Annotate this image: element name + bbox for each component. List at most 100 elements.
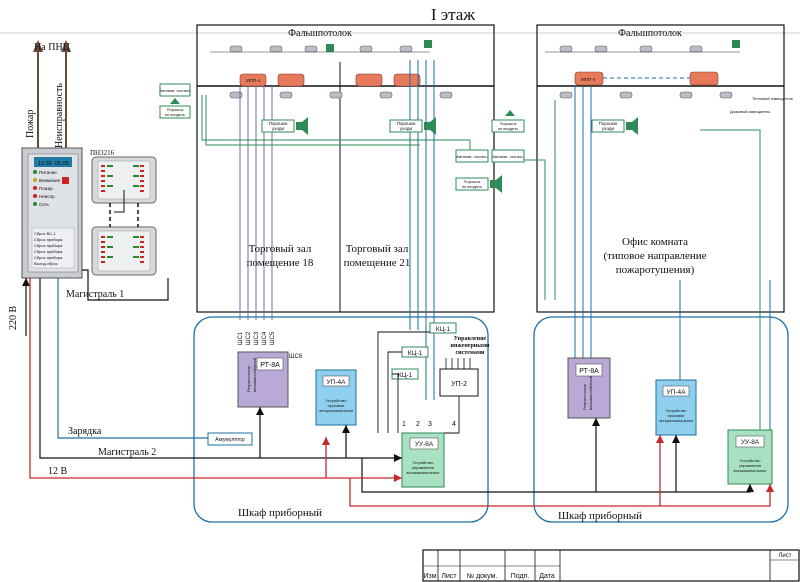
upr-line3: системами xyxy=(456,350,486,356)
rt8a-left xyxy=(237,351,289,408)
panel-indicators xyxy=(33,170,69,206)
ofis-line1: Офис комната xyxy=(622,236,688,248)
pn3216-label: ПН3216 xyxy=(90,149,115,157)
num-1: 1 xyxy=(402,421,406,428)
falsh-left-label: Фальшпотолок xyxy=(288,28,352,39)
v12-label: 12 В xyxy=(48,466,68,477)
stamp-izm: Изм xyxy=(423,573,436,580)
zal21-line2: помещение 21 xyxy=(344,257,411,269)
panel-line-1: Сброс ВС-1 xyxy=(34,231,56,236)
panel-row-4: Неиспр. xyxy=(39,194,56,199)
kc1-c: КЦ-1 xyxy=(398,372,413,379)
uu8a-left-label: УУ-8А xyxy=(415,441,434,448)
shkaf-left-label: Шкаф приборный xyxy=(238,507,322,519)
up4a-right-desc3: четырехканальное xyxy=(659,418,695,423)
uu8a-right xyxy=(727,429,773,485)
zal21-line1: Торговый зал xyxy=(346,243,409,255)
panel-row-2: Внимание xyxy=(39,178,61,183)
cabinet-right xyxy=(533,316,789,523)
mpp-modules-right xyxy=(574,71,719,86)
sign-boxes xyxy=(159,83,625,191)
uu8a-left xyxy=(401,432,445,488)
rt8a-right-label: РТ-8А xyxy=(579,368,599,375)
up4a-right-desc2: пусковое xyxy=(668,413,685,418)
magistral2-label: Магистраль 2 xyxy=(98,447,156,458)
shs5-label: ШС5 xyxy=(270,331,276,345)
poroshok-ne-right-1: Порошок xyxy=(500,121,517,126)
up4a-left-desc1: Устройство xyxy=(326,398,348,403)
stamp-podp: Подп. xyxy=(511,573,530,580)
upr-line2: инженерными xyxy=(451,343,491,349)
floor-title: I этаж xyxy=(431,5,475,24)
ofis-line3: пожаротушения) xyxy=(616,264,695,276)
pnc-arrows xyxy=(33,40,71,148)
shs4-label: ШС4 xyxy=(262,331,268,345)
stamp-list: Лист xyxy=(441,573,457,580)
panel-line-5: Сброс прибора xyxy=(34,255,63,260)
zal18-line2: помещение 18 xyxy=(247,257,314,269)
pn3216-leds xyxy=(101,165,144,263)
shs2-label: ШС2 xyxy=(246,331,252,345)
upr-line1: Управление xyxy=(454,336,487,342)
akkumulyator-box xyxy=(207,432,253,446)
poroshok-18-2: уходи xyxy=(272,126,284,131)
panel-line-3: Сброс прибора xyxy=(34,243,63,248)
poroshok-ofis-1: Порошок xyxy=(599,121,618,126)
v220-label: 220 В xyxy=(8,306,19,331)
uu8a-right-desc1: Устройство xyxy=(740,458,762,463)
panel-row-5: Сеть xyxy=(39,202,50,207)
uu8a-right-label: УУ-8А xyxy=(741,439,760,446)
panel-row-1: Питание xyxy=(39,170,57,175)
up4a-left-label: УП-4А xyxy=(327,379,347,386)
panel-time: 12:30 xyxy=(38,161,52,167)
up4a-right-desc1: Устройство xyxy=(666,408,688,413)
room-right-outline xyxy=(536,24,785,313)
speaker-icons xyxy=(170,98,638,193)
ceiling-sounders xyxy=(326,40,740,52)
shs3-label: ШС3 xyxy=(254,331,260,345)
shkaf-right-label: Шкаф приборный xyxy=(558,510,642,522)
up4a-left xyxy=(315,369,357,426)
magistral1-label: Магистраль 1 xyxy=(66,289,124,300)
rt8a-left-label: РТ-8А xyxy=(260,362,280,369)
poroshok-ne-left-2: не входить xyxy=(165,112,185,117)
uu8a-left-desc2: управления xyxy=(412,465,434,470)
rt8a-right-desc2: восьмишлейфный xyxy=(588,376,593,410)
avtomat-mid: Автомат. отключ. xyxy=(456,154,487,159)
poroshok-ne-mid-1: Порошок xyxy=(464,179,481,184)
zaryadka-label: Зарядка xyxy=(68,426,102,437)
up4a-left-desc2: пусковое xyxy=(328,403,345,408)
panel-line-2: Сброс прибора xyxy=(34,237,63,242)
poroshok-ne-mid-2: не входить xyxy=(462,184,482,189)
mpp-modules-left xyxy=(239,73,421,87)
neispravnost-label: Неисправность xyxy=(54,83,65,148)
up4a-left-desc3: четырехканальное xyxy=(319,408,355,413)
up4a-right-label: УП-4А xyxy=(667,389,687,396)
panel-row-3: Пожар xyxy=(39,186,53,191)
stamp-list2: Лист xyxy=(778,553,791,559)
rt8a-left-desc2: восьмишлейфный xyxy=(252,358,257,392)
uu8a-left-desc3: восьмиканальное xyxy=(407,470,441,475)
shs6-label: ШС6 xyxy=(289,354,303,360)
num-2: 2 xyxy=(416,421,420,428)
stamp-ndok: № докум. xyxy=(467,573,498,580)
poroshok-18-1: Порошок xyxy=(269,121,288,126)
panel-line-4: Сброс прибора xyxy=(34,249,63,254)
akkumulyator-label: Аккумулятор xyxy=(215,437,245,443)
avtomat-right: Автомат. отключ. xyxy=(492,154,523,159)
rt8a-left-desc1: Ретранслятор xyxy=(246,365,251,392)
mpp-label-b: МПП-4 xyxy=(581,77,596,82)
falsh-right-label: Фальшпотолок xyxy=(618,28,682,39)
panel-line-6: Выход сброс xyxy=(34,261,58,266)
ceiling-detectors xyxy=(229,45,733,99)
zal18-line1: Торговый зал xyxy=(249,243,312,255)
panel-date: 05.05 xyxy=(55,161,69,167)
kc1-b: КЦ-1 xyxy=(408,350,423,357)
cabinet-left xyxy=(193,316,489,523)
teplovoy-label: Тепловой извещатель xyxy=(752,96,793,101)
uu8a-right-desc3: восьмиканальное xyxy=(734,468,768,473)
kc1-a: КЦ-1 xyxy=(436,326,451,333)
room-left-outline xyxy=(196,24,495,313)
rt8a-right-desc1: Ретранслятор xyxy=(582,383,587,410)
ofis-line2: (типовое направление xyxy=(603,250,706,262)
